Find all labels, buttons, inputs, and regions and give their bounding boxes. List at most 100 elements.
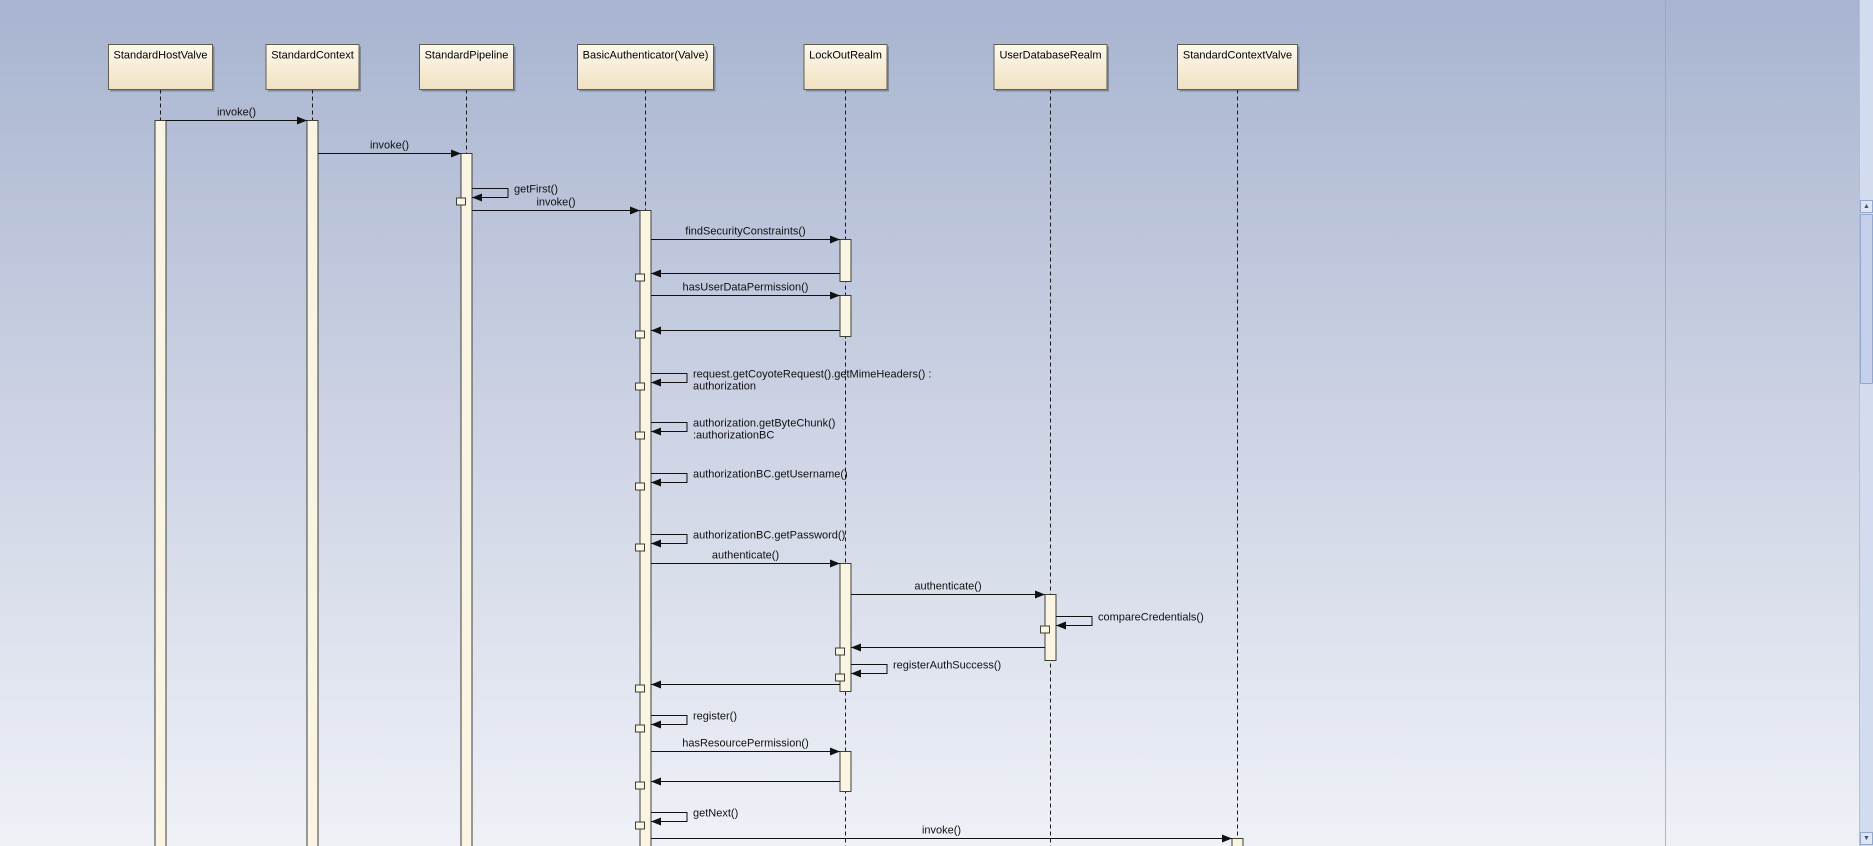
activation-bar[interactable]: [639, 210, 652, 846]
message-label[interactable]: authorization: [693, 381, 756, 393]
message-invoke[interactable]: invoke(): [472, 197, 640, 215]
message-label[interactable]: invoke(): [536, 197, 575, 209]
participant-label: UserDatabaseRealm: [999, 50, 1101, 62]
message-label[interactable]: hasResourcePermission(): [682, 738, 809, 750]
message-label[interactable]: getFirst(): [514, 184, 558, 196]
message-return[interactable]: [835, 643, 1046, 656]
arrowhead-icon: [297, 116, 307, 125]
self-call-line[interactable]: [651, 473, 688, 483]
participant-label: StandardPipeline: [425, 50, 509, 62]
message-label[interactable]: registerAuthSuccess(): [893, 660, 1001, 672]
message-label[interactable]: findSecurityConstraints(): [685, 226, 805, 238]
self-call-line[interactable]: [651, 715, 688, 725]
scroll-down-button[interactable]: ▼: [1860, 832, 1873, 845]
message-getnext[interactable]: getNext(): [635, 808, 739, 830]
message-label[interactable]: authorization.getByteChunk(): [693, 418, 835, 430]
arrowhead-icon: [651, 817, 661, 826]
activation-bar[interactable]: [306, 120, 319, 846]
message-label[interactable]: getNext(): [693, 808, 738, 820]
return-marker: [835, 647, 845, 656]
diagram-root: StandardHostValve StandardContext Standard…: [108, 0, 1666, 846]
self-call-line[interactable]: [651, 373, 688, 383]
message-hasresourcepermission[interactable]: hasResourcePermission(): [651, 738, 840, 756]
return-marker: [635, 382, 645, 391]
participant-box[interactable]: [803, 44, 888, 90]
return-marker: [635, 684, 645, 693]
vertical-scrollbar[interactable]: ▲ ▼: [1859, 0, 1873, 846]
message-label[interactable]: request.getCoyoteRequest().getMimeHeader…: [693, 369, 931, 381]
message-label[interactable]: invoke(): [217, 107, 256, 119]
participant-label: StandardHostValve: [114, 50, 208, 62]
message-label[interactable]: authenticate(): [914, 581, 981, 593]
participant-BasicAuthenticator-Valve-[interactable]: BasicAuthenticator(Valve): [577, 44, 716, 92]
message-return[interactable]: [635, 269, 841, 282]
arrowhead-icon: [651, 720, 661, 729]
message-label[interactable]: hasUserDataPermission(): [683, 282, 809, 294]
arrowhead-icon: [1035, 590, 1045, 599]
message-label[interactable]: :authorizationBC: [693, 430, 774, 442]
participant-box[interactable]: [108, 44, 213, 90]
self-call-line[interactable]: [851, 664, 888, 674]
participant-StandardContext[interactable]: StandardContext: [265, 44, 361, 92]
message-authorization-getbytechunk[interactable]: authorization.getByteChunk():authorizati…: [635, 418, 836, 442]
participant-label: StandardContext: [271, 50, 354, 62]
self-call-line[interactable]: [1056, 616, 1093, 626]
participant-StandardHostValve[interactable]: StandardHostValve: [108, 44, 215, 92]
activation-bar[interactable]: [839, 239, 852, 282]
participant-LockOutRealm[interactable]: LockOutRealm: [803, 44, 889, 92]
message-label[interactable]: register(): [693, 711, 737, 723]
message-label[interactable]: authorizationBC.getPassword(): [693, 530, 845, 542]
message-return[interactable]: [635, 680, 841, 693]
self-call-line[interactable]: [472, 188, 509, 198]
return-marker: [635, 781, 645, 790]
participant-box[interactable]: [419, 44, 514, 90]
message-getfirst[interactable]: getFirst(): [456, 184, 559, 206]
participant-label: StandardContextValve: [1183, 50, 1292, 62]
arrowhead-icon: [851, 669, 861, 678]
message-findsecurityconstraints[interactable]: findSecurityConstraints(): [651, 226, 840, 244]
participant-StandardContextValve[interactable]: StandardContextValve: [1177, 44, 1300, 92]
scrollbar-thumb[interactable]: [1860, 214, 1873, 384]
participant-box[interactable]: [993, 44, 1108, 90]
participant-UserDatabaseRealm[interactable]: UserDatabaseRealm: [993, 44, 1109, 92]
participant-label: LockOutRealm: [809, 50, 882, 62]
activation-bar[interactable]: [1231, 838, 1244, 846]
self-call-line[interactable]: [651, 534, 688, 544]
message-label[interactable]: invoke(): [922, 825, 961, 837]
message-label[interactable]: compareCredentials(): [1098, 612, 1204, 624]
participant-box[interactable]: [265, 44, 360, 90]
message-authenticate[interactable]: authenticate(): [651, 550, 840, 568]
message-hasuserdatapermission[interactable]: hasUserDataPermission(): [651, 282, 840, 300]
participant-box[interactable]: [1177, 44, 1298, 90]
activation-bar[interactable]: [839, 295, 852, 337]
return-marker: [635, 724, 645, 733]
activation-bar[interactable]: [839, 751, 852, 792]
message-invoke[interactable]: invoke(): [166, 107, 307, 125]
message-register[interactable]: register(): [635, 711, 738, 733]
arrowhead-icon: [651, 777, 661, 786]
participant-StandardPipeline[interactable]: StandardPipeline: [419, 44, 516, 92]
message-label[interactable]: authorizationBC.getUsername(): [693, 469, 848, 481]
return-marker: [635, 482, 645, 491]
return-marker: [635, 273, 645, 282]
message-label[interactable]: invoke(): [370, 140, 409, 152]
message-comparecredentials[interactable]: compareCredentials(): [1040, 612, 1204, 634]
message-invoke[interactable]: invoke(): [651, 825, 1232, 843]
activation-bar[interactable]: [154, 120, 167, 846]
activation-bar[interactable]: [460, 153, 473, 846]
message-request-getcoyoterequest-getmimeheaders[interactable]: request.getCoyoteRequest().getMimeHeader…: [635, 369, 932, 393]
message-authorizationbc-getpassword[interactable]: authorizationBC.getPassword(): [635, 530, 846, 552]
activation-bar[interactable]: [839, 563, 852, 692]
message-authenticate[interactable]: authenticate(): [851, 581, 1045, 599]
participant-box[interactable]: [577, 44, 714, 90]
arrowhead-icon: [830, 291, 840, 300]
message-return[interactable]: [635, 777, 841, 790]
message-invoke[interactable]: invoke(): [318, 140, 461, 158]
self-call-line[interactable]: [651, 422, 688, 432]
message-authorizationbc-getusername[interactable]: authorizationBC.getUsername(): [635, 469, 848, 491]
message-return[interactable]: [635, 326, 841, 339]
self-call-line[interactable]: [651, 812, 688, 822]
scroll-up-button[interactable]: ▲: [1860, 200, 1873, 213]
message-label[interactable]: authenticate(): [712, 550, 779, 562]
message-registerauthsuccess[interactable]: registerAuthSuccess(): [835, 660, 1002, 682]
